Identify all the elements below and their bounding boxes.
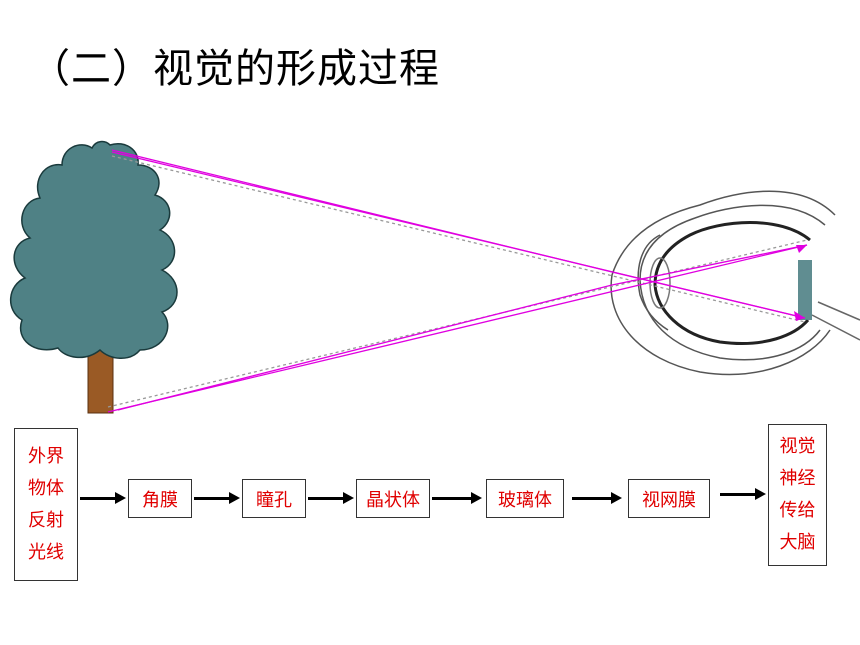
result-box: 视觉 神经 传给 大脑 [768, 424, 827, 566]
eye-icon [610, 190, 860, 376]
step-lens: 晶状体 [356, 479, 430, 518]
step-pupil: 瞳孔 [242, 479, 306, 518]
eye-illustration [10, 140, 860, 414]
source-box: 外界 物体 反射 光线 [14, 428, 78, 581]
flow-arrow [194, 492, 240, 504]
step-cornea: 角膜 [128, 479, 192, 518]
tree-icon [10, 140, 178, 414]
step-retina: 视网膜 [628, 479, 710, 518]
light-rays [107, 149, 808, 413]
flow-arrow [432, 492, 482, 504]
flow-arrow [572, 492, 622, 504]
flow-arrow [308, 492, 354, 504]
page-title: （二）视觉的形成过程 [30, 46, 440, 92]
step-vitreous: 玻璃体 [486, 479, 564, 518]
flow-arrow [720, 488, 766, 500]
flow-arrow [80, 492, 126, 504]
